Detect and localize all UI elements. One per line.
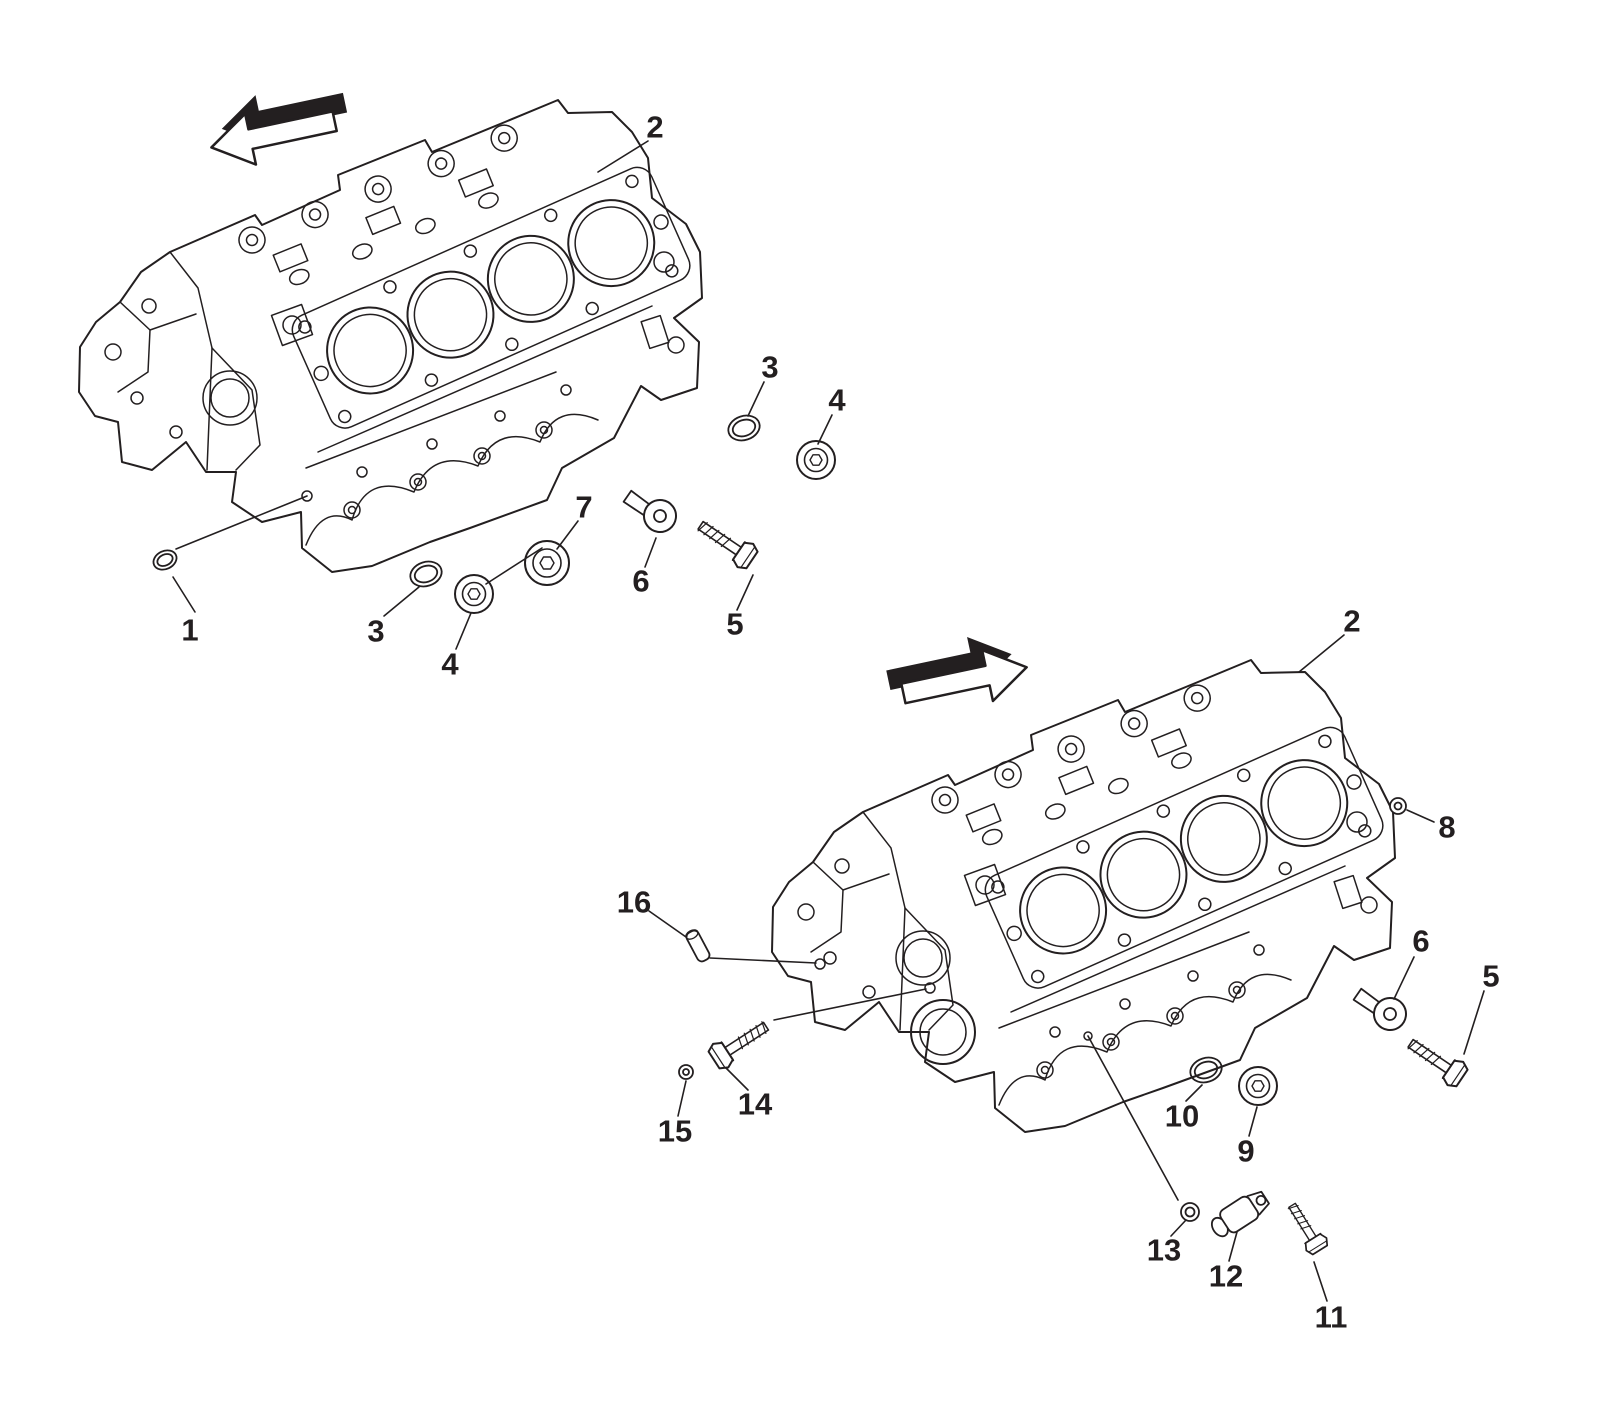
callout-12: 12: [1208, 1258, 1244, 1294]
oil-gallery-plug-4-upper: [796, 440, 836, 480]
stud-pin-15: [678, 1064, 694, 1080]
callout-10: 10: [1164, 1098, 1200, 1134]
oil-gallery-hole: [301, 490, 313, 502]
callout-13: 13: [1146, 1232, 1182, 1268]
callout-15: 15: [657, 1113, 693, 1149]
knock-sensor-bolt-5: [691, 512, 761, 573]
knock-sensor-6b: [1349, 986, 1410, 1034]
crankshaft-position-sensor-12: [1210, 1190, 1270, 1238]
callout-3-lower: 3: [367, 613, 385, 649]
washer-13: [1180, 1202, 1200, 1222]
block-direction-arrow-right-icon: [886, 636, 1028, 705]
callout-14: 14: [737, 1086, 773, 1122]
o-ring-3-upper: [724, 410, 764, 446]
callout-5b: 5: [1482, 958, 1500, 994]
crankshaft-bore-and-holes: [814, 958, 1093, 1065]
sensor-bolt-11: [1281, 1198, 1331, 1258]
callout-7: 7: [575, 489, 593, 525]
cylinder-block-2: [771, 659, 1396, 1133]
callout-6b: 6: [1412, 923, 1430, 959]
leader-lines-view-1: [172, 140, 833, 650]
knock-sensor-6: [619, 488, 680, 536]
callout-2: 2: [646, 109, 664, 145]
callout-16: 16: [616, 884, 652, 920]
cup-plug-1: [152, 549, 178, 571]
callout-1: 1: [181, 612, 199, 648]
callout-8: 8: [1438, 809, 1456, 845]
callout-11: 11: [1314, 1299, 1348, 1335]
engine-block-view-1: [78, 92, 836, 650]
block-direction-arrow-left-icon: [210, 92, 348, 166]
oil-gallery-plug-4-lower: [454, 574, 494, 614]
leader-lines-view-2: [648, 634, 1485, 1302]
bolt-14: [705, 1013, 775, 1073]
callout-4-upper: 4: [828, 382, 846, 418]
oil-gallery-plug-9: [1238, 1066, 1278, 1106]
o-ring-3-lower: [406, 556, 446, 592]
callout-4-lower: 4: [441, 646, 459, 682]
callout-5: 5: [726, 606, 744, 642]
engine-block-view-2: [648, 634, 1485, 1302]
knock-sensor-bolt-5b: [1401, 1030, 1471, 1091]
callout-9: 9: [1237, 1133, 1255, 1169]
callout-3-upper: 3: [761, 349, 779, 385]
cylinder-block-1: [78, 99, 703, 573]
deck-plug-8: [1389, 797, 1407, 815]
callout-6: 6: [632, 563, 650, 599]
oil-gallery-plug-7: [524, 540, 570, 586]
callout-2b: 2: [1343, 603, 1361, 639]
dowel-pin-16: [685, 929, 711, 963]
